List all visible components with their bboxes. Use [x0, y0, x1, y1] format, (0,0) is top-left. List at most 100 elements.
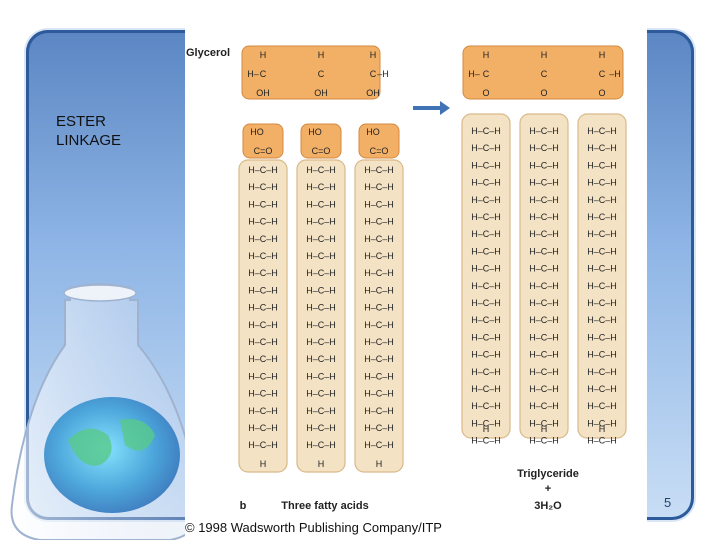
glycerol-oh: OH [256, 88, 270, 98]
triglyceride-chain-2-ch2-unit: H–C–H [529, 160, 559, 170]
fatty-acid-2-ch2-unit: H–C–H [306, 268, 336, 278]
triglyceride-chain-2-ch2-unit: H–C–H [529, 315, 559, 325]
fatty-acid-3-ch2-unit: H–C–H [364, 440, 394, 450]
fatty-acid-1-terminal-h: H [260, 459, 267, 469]
triglyceride-chain-1-ch2-unit: H–C–H [471, 195, 501, 205]
fatty-acid-3-ch2-unit: H–C–H [364, 406, 394, 416]
triglyceride-chain-2-ch2-unit: H–C–H [529, 212, 559, 222]
fatty-acid-3-carbonyl: C=O [370, 146, 389, 156]
fatty-acid-2-ch2-unit: H–C–H [306, 182, 336, 192]
triglyceride-chain-1-ch2-unit: H–C–H [471, 298, 501, 308]
fatty-acids-label: Three fatty acids [281, 500, 368, 512]
triglyceride-chain-2-ch2-unit: H–C–H [529, 246, 559, 256]
triglyceride-ester-o: O [482, 88, 489, 98]
fatty-acid-2-ch2-unit: H–C–H [306, 320, 336, 330]
fatty-acid-1-ch2-unit: H–C–H [248, 337, 278, 347]
triglyceride-h-right: –H [609, 69, 621, 79]
triglyceride-chain-1-ch2-unit: H–C–H [471, 160, 501, 170]
triglyceride-chain-2-ch2-unit: H–C–H [529, 418, 559, 428]
fatty-acid-2-carbonyl: C=O [312, 146, 331, 156]
triglyceride-chain-3-ch2-unit: H–C–H [587, 126, 617, 136]
triglyceride-chain-3-ch2-unit: H–C–H [587, 281, 617, 291]
plus-sign: + [545, 483, 551, 495]
fatty-acid-3-ch2-unit: H–C–H [364, 423, 394, 433]
fatty-acid-2-ch2-unit: H–C–H [306, 389, 336, 399]
fatty-acid-3-ch2-unit: H–C–H [364, 234, 394, 244]
panel-letter: b [240, 500, 247, 512]
fatty-acid-1-ch2-unit: H–C–H [248, 234, 278, 244]
triglyceride-h-top: H [483, 50, 490, 60]
triglyceride-ester-o: O [598, 88, 605, 98]
fatty-acid-1-ch2-unit: H–C–H [248, 285, 278, 295]
glycerol-label: Glycerol [186, 47, 230, 59]
fatty-acid-3-body [354, 159, 404, 473]
fatty-acid-2-terminal-h: H [318, 459, 325, 469]
triglyceride-chain-2-terminal-h: H [541, 424, 548, 434]
fatty-acid-3-ch2-unit: H–C–H [364, 354, 394, 364]
fatty-acid-1-ch2-unit: H–C–H [248, 251, 278, 261]
triglyceride-carbon: C [483, 69, 490, 79]
triglyceride-chain-1-terminal-h: H [483, 424, 490, 434]
reaction-arrow [413, 101, 450, 115]
fatty-acid-3-ch2-unit: H–C–H [364, 337, 394, 347]
triglyceride-chain-2-ch2-unit: H–C–H [529, 281, 559, 291]
triglyceride-chain-1-body [461, 113, 511, 439]
triglyceride-chain-2-ch2-unit: H–C–H [529, 229, 559, 239]
slide-number: 5 [664, 495, 672, 510]
triglyceride-chain-3-ch2-unit: H–C–H [587, 350, 617, 360]
fatty-acid-1-ch2-unit: H–C–H [248, 182, 278, 192]
triglyceride-chain-2-ch2-unit: H–C–H [529, 178, 559, 188]
fatty-acid-3-ch2-unit: H–C–H [364, 268, 394, 278]
fatty-acid-3-ch2-unit: H–C–H [364, 165, 394, 175]
triglyceride-ester-o: O [540, 88, 547, 98]
fatty-acid-1-ch2-unit: H–C–H [248, 371, 278, 381]
fatty-acid-1-ch2-unit: H–C–H [248, 303, 278, 313]
triglyceride-chain-3-ch2-unit: H–C–H [587, 436, 617, 446]
fatty-acid-3-ch2-unit: H–C–H [364, 217, 394, 227]
triglyceride-chain-2-ch2-unit: H–C–H [529, 298, 559, 308]
triglyceride-chain-1-ch2-unit: H–C–H [471, 315, 501, 325]
fatty-acid-1-ch2-unit: H–C–H [248, 268, 278, 278]
triglyceride-chain-3-ch2-unit: H–C–H [587, 160, 617, 170]
water-label: 3H₂O [534, 500, 562, 512]
glycerol-oh: OH [366, 88, 380, 98]
triglyceride-chain-3-ch2-unit: H–C–H [587, 195, 617, 205]
triglyceride-chain-1-ch2-unit: H–C–H [471, 212, 501, 222]
fatty-acid-1-ch2-unit: H–C–H [248, 354, 278, 364]
triglyceride-h-top: H [599, 50, 606, 60]
fatty-acid-1-ch2-unit: H–C–H [248, 440, 278, 450]
fatty-acid-1-ch2-unit: H–C–H [248, 406, 278, 416]
glycerol-carbon: C [260, 69, 267, 79]
triglyceride-chain-1-ch2-unit: H–C–H [471, 229, 501, 239]
triglyceride-chain-2-ch2-unit: H–C–H [529, 143, 559, 153]
fatty-acid-3-ch2-unit: H–C–H [364, 389, 394, 399]
fatty-acid-2-ch2-unit: H–C–H [306, 285, 336, 295]
triglyceride-chain-2-ch2-unit: H–C–H [529, 350, 559, 360]
triglyceride-chain-3-ch2-unit: H–C–H [587, 384, 617, 394]
triglyceride-chain-1-ch2-unit: H–C–H [471, 246, 501, 256]
fatty-acid-1-ch2-unit: H–C–H [248, 320, 278, 330]
triglyceride-chain-3-ch2-unit: H–C–H [587, 264, 617, 274]
glycerol-h-top: H [260, 50, 267, 60]
fatty-acid-1-ch2-unit: H–C–H [248, 389, 278, 399]
triglyceride-glycerol-box [462, 45, 624, 100]
triglyceride-chain-3-ch2-unit: H–C–H [587, 315, 617, 325]
triglyceride-chain-1-ch2-unit: H–C–H [471, 350, 501, 360]
triglyceride-chain-2-ch2-unit: H–C–H [529, 401, 559, 411]
fatty-acid-2-ch2-unit: H–C–H [306, 217, 336, 227]
fatty-acid-2-ch2-unit: H–C–H [306, 371, 336, 381]
fatty-acid-2-ch2-unit: H–C–H [306, 234, 336, 244]
fatty-acid-3-ch2-unit: H–C–H [364, 371, 394, 381]
fatty-acid-3-carboxyl-box [358, 123, 400, 159]
triglyceride-chain-3-ch2-unit: H–C–H [587, 246, 617, 256]
ester-linkage-label: ESTER LINKAGE [56, 113, 122, 149]
fatty-acid-2-ch2-unit: H–C–H [306, 251, 336, 261]
glycerol-h-right: –H [377, 69, 389, 79]
glycerol-box [241, 45, 381, 100]
fatty-acid-2-ch2-unit: H–C–H [306, 440, 336, 450]
copyright-notice: © 1998 Wadsworth Publishing Company/ITP [185, 520, 442, 535]
fatty-acid-1-hydroxyl: HO [250, 127, 264, 137]
fatty-acid-1-carboxyl-box [242, 123, 284, 159]
